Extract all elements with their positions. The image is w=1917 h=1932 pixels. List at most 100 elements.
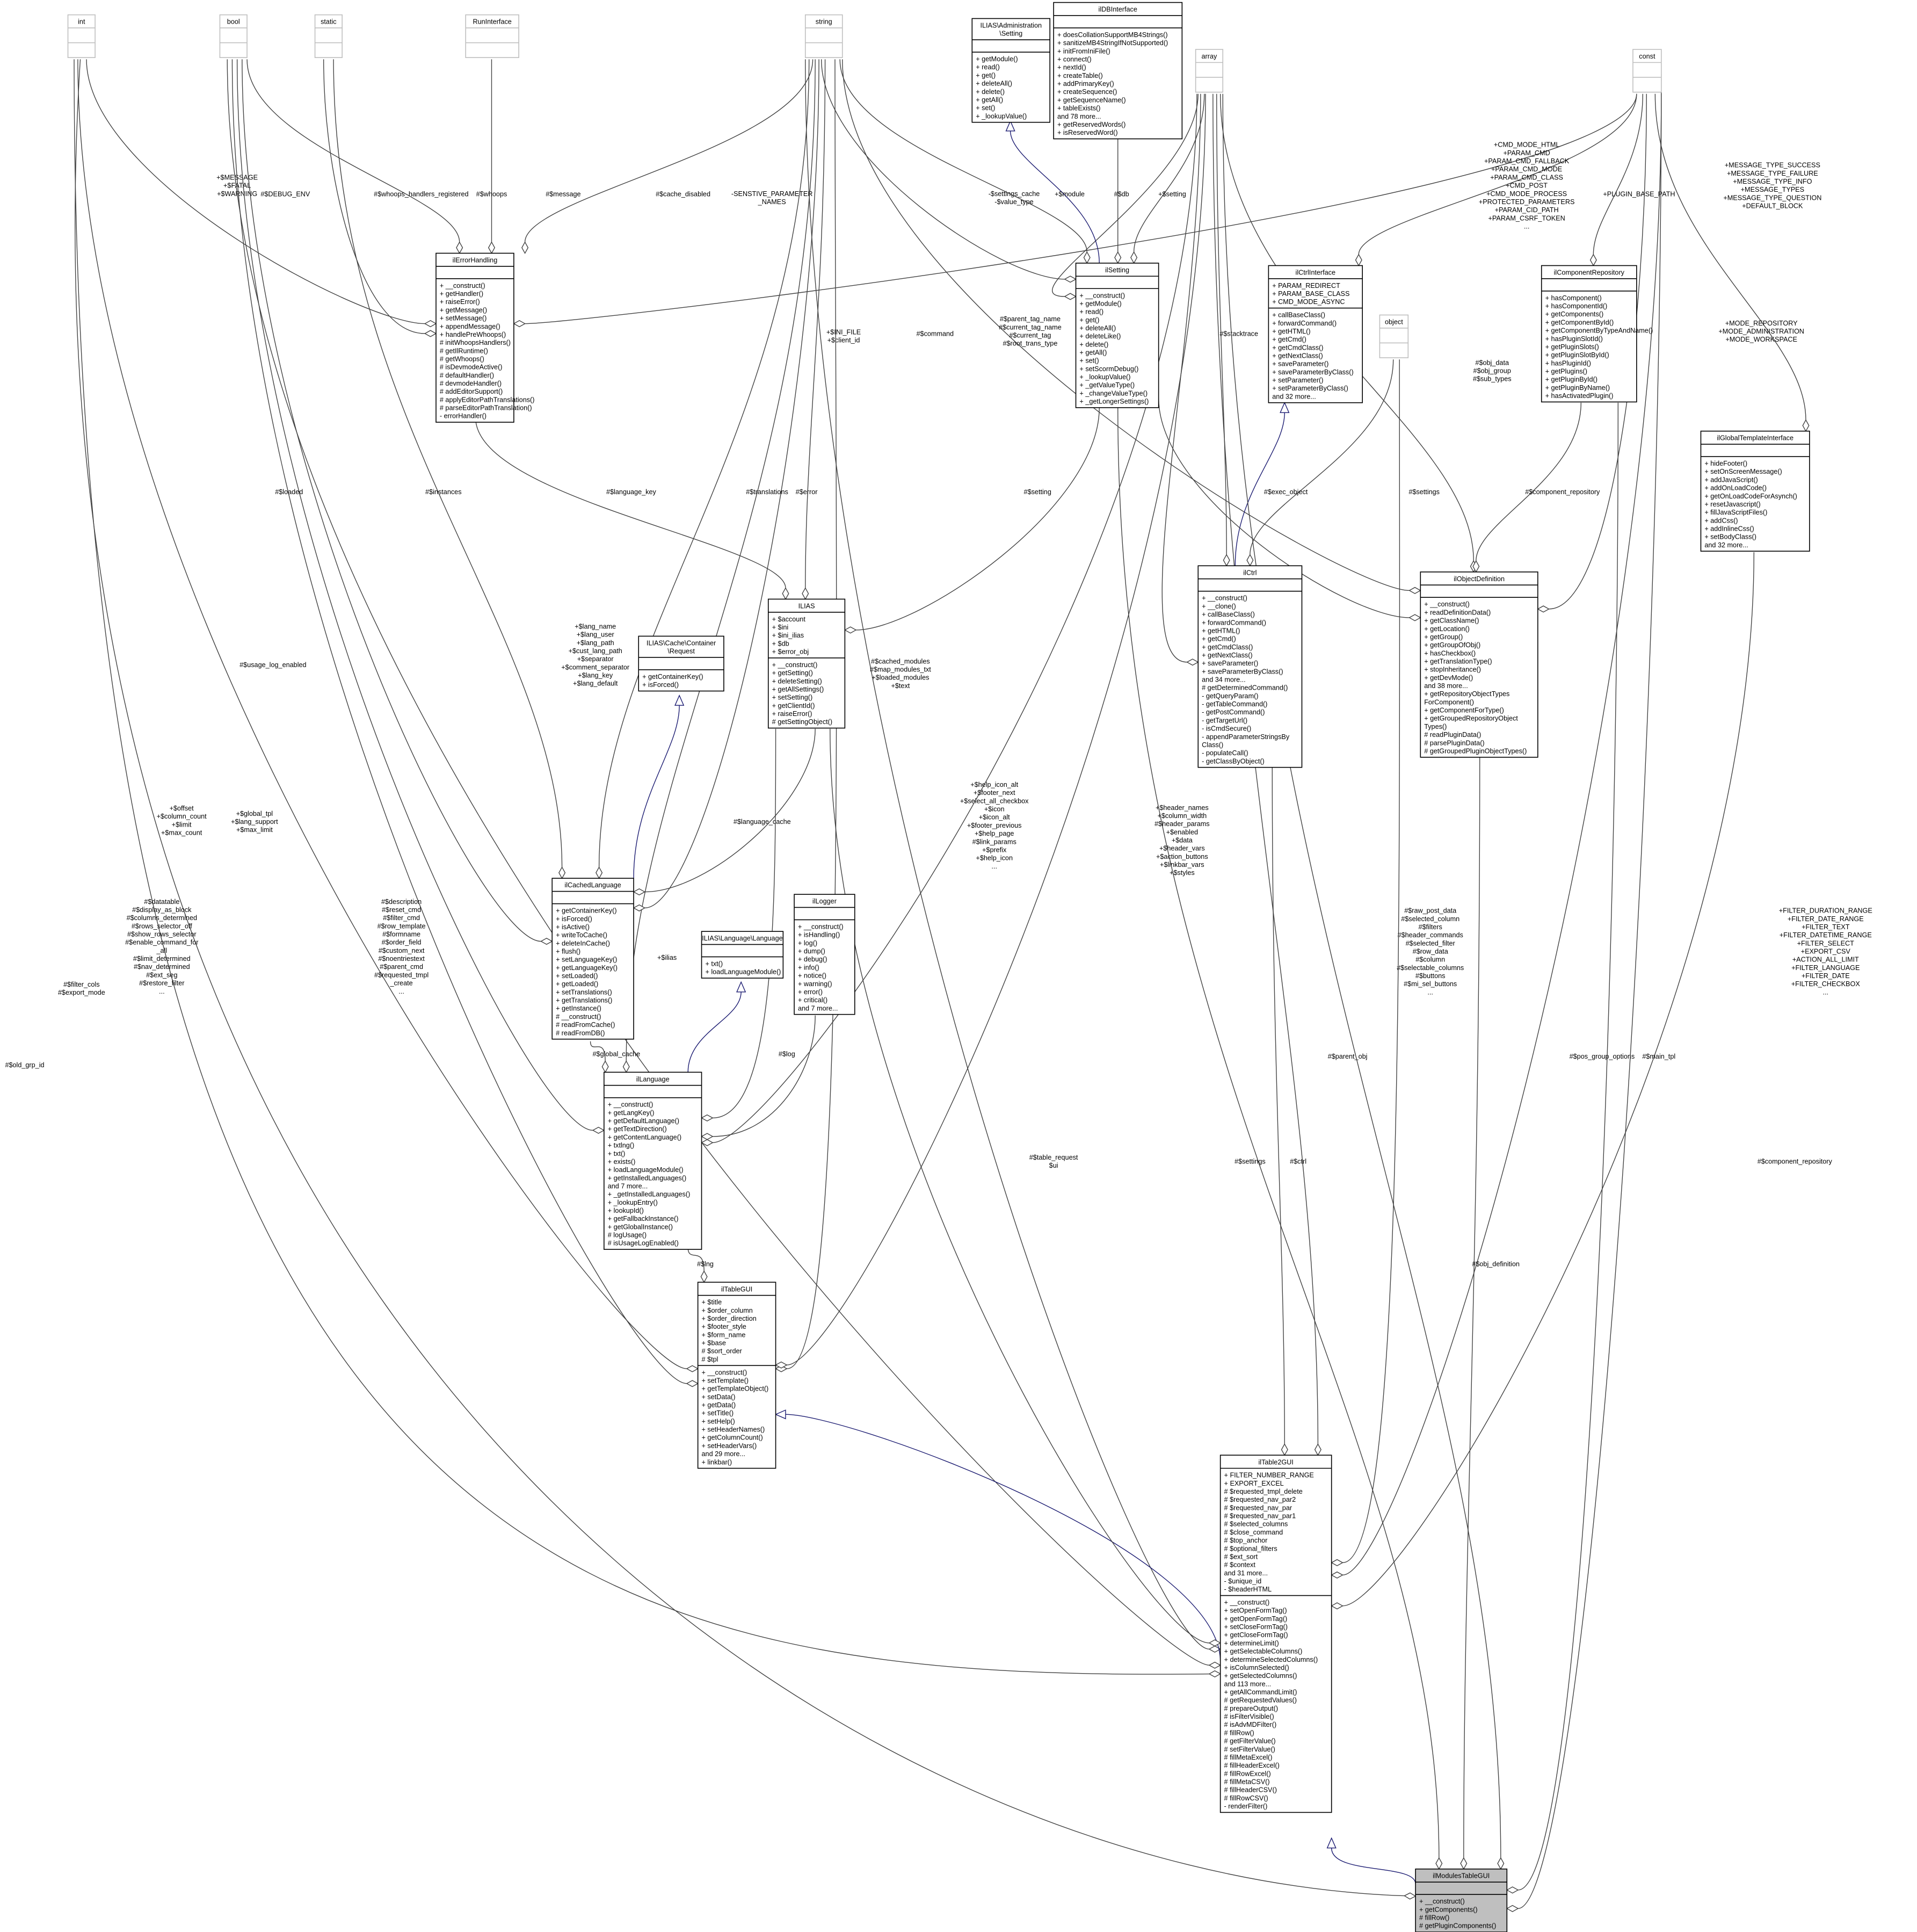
edge-line — [1161, 93, 1201, 663]
class-box-static[interactable]: static — [314, 14, 343, 58]
class-box-adminSetting[interactable]: ILIAS\Administration\Setting+ getModule(… — [971, 18, 1051, 123]
class-box-frame — [1075, 263, 1159, 408]
edge-label: +$header_names — [1156, 804, 1209, 812]
class-box-int[interactable]: int — [67, 14, 96, 58]
usage-edge: #$error — [475, 417, 817, 600]
class-box-ilTable2GUI[interactable]: ilTable2GUI+ FILTER_NUMBER_RANGE+ EXPORT… — [1219, 1455, 1332, 1813]
class-box-const[interactable]: const — [1632, 49, 1662, 93]
edge-label: +PARAM_CMD_CLASS — [1490, 173, 1563, 181]
class-box-ilSetting[interactable]: ilSetting+ __construct()+ getModule()+ r… — [1075, 263, 1159, 408]
class-box-ilLanguage[interactable]: ilLanguage+ __construct()+ getLangKey()+… — [604, 1072, 702, 1250]
class-box-ilModulesTableGUI[interactable]: ilModulesTableGUI+ __construct()+ getCom… — [1415, 1868, 1508, 1932]
class-box-ilDBInterface[interactable]: ilDBInterface+ doesCollationSupportMB4St… — [1053, 2, 1183, 140]
edge-label: #$language_key — [606, 488, 656, 496]
edge-label: #$settings — [1408, 488, 1440, 496]
edge-line — [1342, 552, 1755, 1607]
class-box-array[interactable]: array — [1195, 49, 1224, 93]
class-box-frame — [697, 1282, 776, 1469]
edge-label: +$data — [1172, 837, 1193, 844]
class-method: + getColumnCount() — [702, 1434, 763, 1442]
class-box-ilGlobalTemplateInterface[interactable]: ilGlobalTemplateInterface+ hideFooter()+… — [1700, 430, 1810, 552]
class-method: + __construct() — [702, 1369, 747, 1376]
class-method: + saveParameter() — [1202, 660, 1258, 667]
aggregation-diamond-icon — [424, 330, 437, 337]
edge-label: +MESSAGE_TYPE_INFO — [1733, 178, 1812, 185]
class-method: + saveParameterByClass() — [1272, 368, 1353, 376]
class-method: and 7 more... — [608, 1182, 648, 1190]
edge-line — [1117, 407, 1440, 1858]
class-box-ilObjectDefinition[interactable]: ilObjectDefinition+ __construct()+ readD… — [1420, 571, 1538, 758]
class-box-cacheRequest[interactable]: ILIAS\Cache\Container\Request+ getContai… — [638, 635, 724, 692]
aggregation-diamond-icon — [1246, 554, 1254, 567]
edge-label: +DEFAULT_BLOCK — [1742, 202, 1803, 210]
class-box-ilErrorHandling[interactable]: ilErrorHandling+ __construct()+ getHandl… — [435, 252, 535, 423]
class-box-ilLogger[interactable]: ilLogger+ __construct()+ isHandling()+ l… — [794, 894, 855, 1015]
edge-label: +CMD_POST — [1506, 182, 1548, 190]
class-method: + getContentLanguage() — [608, 1133, 681, 1141]
class-method: + _changeValueType() — [1079, 389, 1148, 397]
class-box-object[interactable]: object — [1379, 314, 1409, 358]
class-method: and 7 more... — [798, 1004, 838, 1012]
class-method: + getLanguageKey() — [556, 964, 618, 972]
class-box-ilTableGUI[interactable]: ilTableGUI+ $title+ $order_column+ $orde… — [697, 1282, 776, 1469]
class-method: + getOnLoadCodeForAsynch() — [1704, 493, 1797, 500]
aggregation-diamond-icon — [1186, 659, 1199, 666]
class-method: + doesCollationSupportMB4Strings() — [1057, 31, 1168, 39]
class-attribute: # $tpl — [702, 1356, 718, 1363]
class-method: + getCmd() — [1202, 635, 1236, 643]
edge-label: #$whoops — [476, 191, 507, 198]
class-method: + info() — [798, 964, 819, 971]
usage-edge: #$filter_cols#$export_mode — [58, 59, 1222, 1677]
class-box-ilCtrl[interactable]: ilCtrl+ __construct()+ __clone()+ callBa… — [1197, 565, 1303, 768]
edge-label: #$exec_object — [1264, 488, 1308, 496]
class-box-ILIAS[interactable]: ILIAS+ $account+ $ini+ $ini_ilias+ $db+ … — [767, 598, 846, 729]
edge-line — [785, 1414, 1221, 1662]
edge-line — [1235, 413, 1285, 566]
class-box-ilCachedLanguage[interactable]: ilCachedLanguage+ getContainerKey()+ isF… — [551, 878, 634, 1040]
edge-line — [713, 93, 1197, 1144]
class-method: + _getInstalledLanguages() — [608, 1191, 691, 1198]
edge-label: +PARAM_CMD — [1504, 149, 1550, 157]
class-method: - appendParameterStringsBy — [1202, 733, 1290, 741]
class-box-ilCtrlInterface[interactable]: ilCtrlInterface+ PARAM_REDIRECT+ PARAM_B… — [1268, 265, 1363, 403]
class-box-string[interactable]: string — [804, 14, 843, 58]
class-name: const — [1639, 53, 1655, 60]
edge-label: +PARAM_CID_PATH — [1495, 206, 1559, 214]
inheritance-edge — [1326, 1837, 1416, 1884]
edge-label: #$nav_determined — [134, 963, 190, 971]
class-method: + setLanguageKey() — [556, 956, 617, 964]
edge-label: #$buttons — [1415, 972, 1446, 980]
class-box-bool[interactable]: bool — [219, 14, 248, 58]
class-method: # readPluginData() — [1424, 731, 1481, 739]
edge-label: #$whoops_handlers_registered — [374, 191, 468, 198]
class-name: RunInterface — [473, 18, 511, 26]
edge-label: #$restore_filter — [139, 980, 184, 987]
class-method: # initWhoopsHandlers() — [440, 339, 511, 346]
class-method: + getMessage() — [440, 306, 487, 314]
class-box-frame — [1197, 565, 1303, 768]
class-attribute: + $account — [772, 616, 806, 623]
class-name: ilCtrl — [1243, 569, 1257, 576]
class-method: # addEditorSupport() — [440, 388, 503, 395]
edge-label: #$current_tag — [1009, 332, 1051, 339]
aggregation-diamond-icon — [521, 241, 529, 254]
edge-label: #$selectable_columns — [1397, 964, 1464, 972]
class-box-ilComponentRepository[interactable]: ilComponentRepository+ hasComponent()+ h… — [1541, 265, 1653, 403]
class-box-langLanguage[interactable]: ILIAS\Language\Language+ txt()+ loadLang… — [701, 931, 784, 979]
class-method: - getTargetUrl() — [1202, 717, 1247, 724]
class-attribute: # $requested_nav_par2 — [1224, 1496, 1296, 1503]
edge-label: #$export_mode — [58, 989, 105, 996]
class-method: - getPostCommand() — [1202, 708, 1265, 716]
edge-label: +FILTER_TEXT — [1802, 923, 1850, 931]
class-method: + get() — [976, 71, 996, 79]
usage-edge: +$lang_name+$lang_user+$lang_path+$cust_… — [561, 59, 810, 879]
class-box-RunInterface[interactable]: RunInterface — [465, 14, 519, 58]
class-method: + error() — [798, 988, 823, 996]
class-name: \Setting — [999, 30, 1022, 38]
class-method: + read() — [976, 63, 1000, 71]
class-method: + setHeaderVars() — [702, 1442, 757, 1450]
class-box-frame — [701, 931, 784, 979]
usage-edge: #$old_grp_id — [5, 59, 1417, 1900]
class-method: + getTranslationType() — [1424, 657, 1492, 665]
class-method: + exists() — [608, 1158, 636, 1166]
